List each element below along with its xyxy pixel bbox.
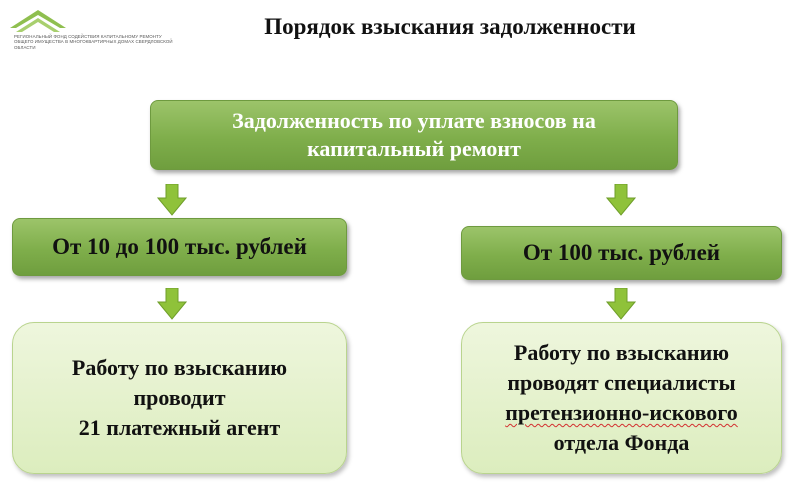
text-line: Работу по взысканию bbox=[71, 355, 288, 380]
text-line: Работу по взысканию bbox=[513, 340, 730, 365]
arrow-down-icon bbox=[606, 288, 636, 320]
debt-box: Задолженность по уплате взносов на капит… bbox=[150, 100, 678, 170]
range-box-left: От 10 до 100 тыс. рублей bbox=[12, 218, 347, 276]
text-line: отдела Фонда bbox=[553, 430, 690, 455]
text-line: 21 платежный агент bbox=[78, 415, 281, 440]
page-title: Порядок взыскания задолженности bbox=[264, 14, 636, 39]
collection-box-right: Работу по взысканию проводят специалисты… bbox=[461, 322, 782, 474]
text-line: проводят специалисты bbox=[507, 370, 736, 395]
text-line: претензионно-искового bbox=[505, 400, 738, 425]
collection-right-text: Работу по взысканию проводят специалисты… bbox=[505, 338, 738, 458]
range-box-right: От 100 тыс. рублей bbox=[461, 226, 782, 280]
collection-box-left: Работу по взысканию проводит 21 платежны… bbox=[12, 322, 347, 474]
debt-box-text: Задолженность по уплате взносов на капит… bbox=[232, 108, 596, 161]
range-left-text: От 10 до 100 тыс. рублей bbox=[52, 234, 307, 259]
collection-left-text: Работу по взысканию проводит 21 платежны… bbox=[72, 353, 287, 443]
logo: Региональный фонд содействия капитальном… bbox=[8, 6, 178, 58]
logo-text: Региональный фонд содействия капитальном… bbox=[14, 34, 173, 50]
house-roof-icon bbox=[10, 10, 66, 32]
arrow-down-icon bbox=[606, 184, 636, 216]
arrow-down-icon bbox=[157, 184, 187, 216]
text-line: проводит bbox=[133, 385, 226, 410]
range-right-text: От 100 тыс. рублей bbox=[522, 240, 721, 265]
arrow-down-icon bbox=[157, 288, 187, 320]
